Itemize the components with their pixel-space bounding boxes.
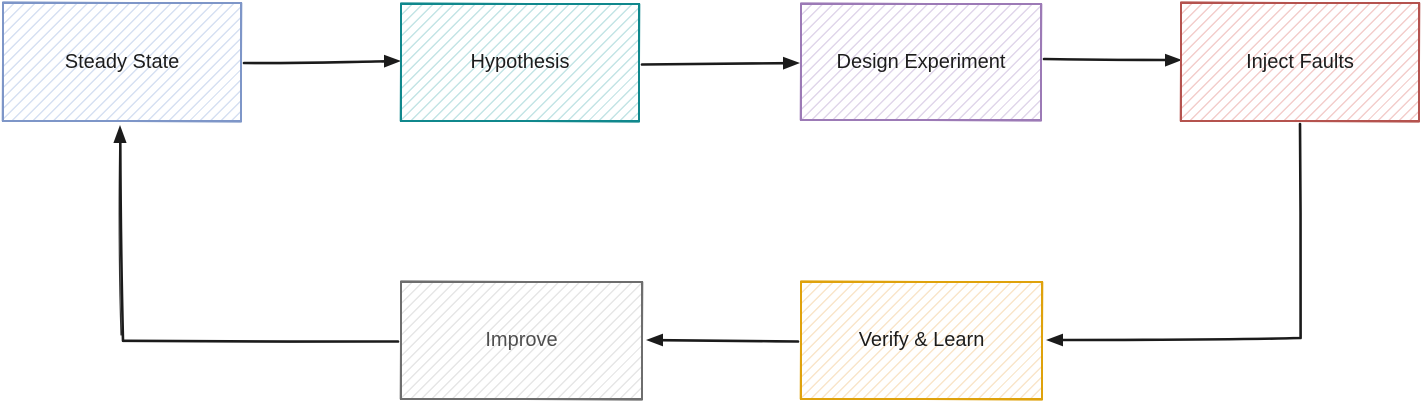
edge-steady-to-hypothesis bbox=[242, 54, 401, 68]
node-improve: Improve bbox=[400, 281, 643, 400]
node-label-design-experiment: Design Experiment bbox=[836, 50, 1006, 73]
node-label-verify-learn: Verify & Learn bbox=[858, 329, 985, 351]
node-design-experiment: Design Experiment bbox=[800, 3, 1042, 121]
node-label-steady-state: Steady State bbox=[64, 50, 180, 73]
node-label-improve: Improve bbox=[485, 329, 558, 351]
node-label-hypothesis: Hypothesis bbox=[470, 51, 570, 73]
edge-hypothesis-to-design bbox=[640, 56, 800, 70]
node-hypothesis: Hypothesis bbox=[400, 3, 640, 122]
node-verify-learn: Verify & Learn bbox=[800, 281, 1043, 400]
node-label-inject-faults: Inject Faults bbox=[1246, 50, 1354, 73]
node-steady-state: Steady State bbox=[2, 2, 242, 122]
edge-inject-to-verify bbox=[1046, 122, 1303, 347]
edge-design-to-inject bbox=[1042, 53, 1182, 67]
node-inject-faults: Inject Faults bbox=[1180, 2, 1420, 122]
edge-improve-to-steady bbox=[113, 125, 400, 343]
edge-verify-to-improve bbox=[646, 333, 800, 347]
